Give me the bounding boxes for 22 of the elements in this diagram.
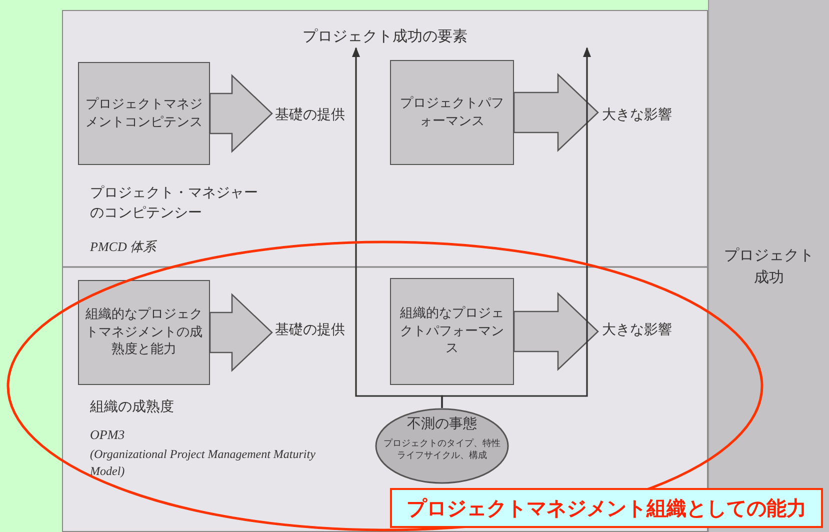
caption-text: (Organizational Project Management Maturity Model) — [90, 446, 316, 480]
block-arrow — [209, 292, 273, 372]
callout-box: プロジェクトマネジメント組織としての能力 — [390, 488, 823, 528]
process-box: プロジェクトマネジメントコンピテンス — [78, 62, 210, 165]
process-box: プロジェクトパフォーマンス — [390, 60, 514, 165]
caption-text: OPM3 — [90, 426, 126, 444]
block-arrow — [513, 292, 599, 372]
block-arrow — [209, 74, 273, 154]
block-arrow — [513, 72, 599, 152]
caption-text: 組織の成熟度 — [90, 398, 175, 417]
arrow — [441, 47, 591, 408]
outcome-text: 基礎の提供 — [272, 100, 348, 130]
outcome-text: 大きな影響 — [598, 100, 676, 130]
diagram-title: プロジェクト成功の要素 — [302, 27, 468, 46]
caption-text: プロジェクト・マネジャーのコンピテンシー — [90, 184, 259, 224]
caption-text: PMCD 体系 — [90, 238, 158, 256]
factor-detail: プロジェクトのタイプ、特性ライフサイクル、構成 — [383, 438, 501, 462]
outcome-text: 基礎の提供 — [272, 315, 348, 345]
process-box: 組織的なプロジェクトパフォーマンス — [390, 278, 514, 385]
process-box: 組織的なプロジェクトマネジメントの成熟度と能力 — [78, 280, 210, 385]
factor-title: 不測の事態 — [406, 415, 478, 433]
outcome-text: 大きな影響 — [598, 315, 676, 345]
